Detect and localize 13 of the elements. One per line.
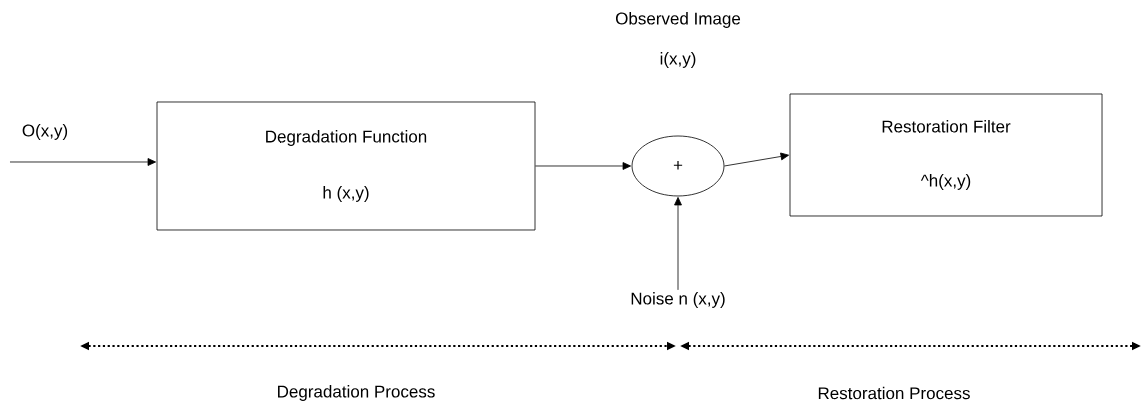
filter-box: Restoration Filter ^h(x,y): [789, 93, 1103, 217]
edge-label: O(x,y): [22, 124, 68, 140]
arrow: [724, 152, 790, 167]
noise-label: Noise n (x,y): [631, 292, 725, 308]
process-label: Degradation Process: [278, 385, 435, 401]
process-label: Restoration Process: [818, 386, 970, 400]
caption-text: Observed Image: [615, 12, 741, 28]
summing-junction: +: [631, 135, 725, 197]
arrow: [9, 158, 156, 166]
arrow: [535, 162, 631, 170]
arrow: [674, 197, 682, 291]
caption-text: i(x,y): [660, 52, 696, 68]
process-box: Degradation Function h (x,y): [156, 101, 536, 231]
